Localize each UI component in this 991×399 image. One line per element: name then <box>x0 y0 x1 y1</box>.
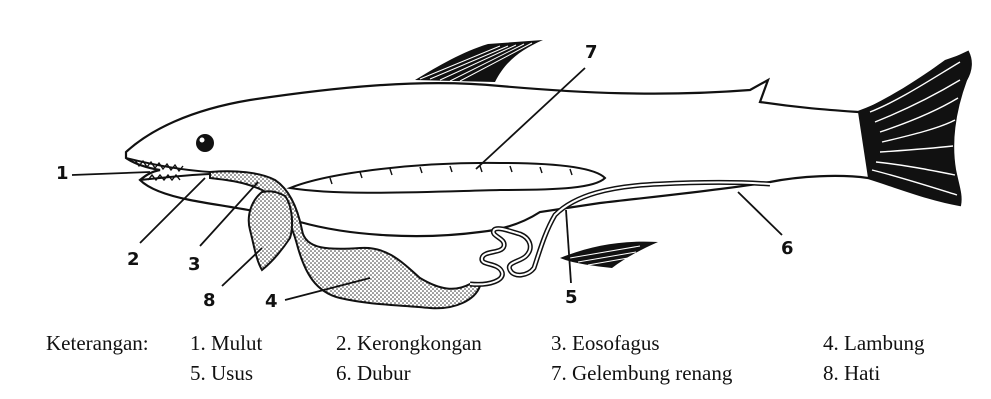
leader-line-8 <box>222 248 262 286</box>
legend-number: 1. <box>190 331 206 355</box>
callout-2: 2 <box>127 251 140 269</box>
legend-item-3: 3. Eosofagus <box>551 331 660 356</box>
legend-item-4: 4. Lambung <box>823 331 924 356</box>
callout-8: 8 <box>203 292 216 310</box>
legend-number: 7. <box>551 361 567 385</box>
legend-number: 8. <box>823 361 839 385</box>
legend-item-8: 8. Hati <box>823 361 880 386</box>
leader-line-5 <box>566 210 571 283</box>
legend-number: 4. <box>823 331 839 355</box>
legend-label: Dubur <box>357 361 411 385</box>
legend-heading: Keterangan: <box>46 331 149 356</box>
legend-label: Eosofagus <box>572 331 660 355</box>
eye <box>196 134 214 152</box>
legend-number: 6. <box>336 361 352 385</box>
legend-item-7: 7. Gelembung renang <box>551 361 732 386</box>
legend-label: Kerongkongan <box>357 331 482 355</box>
callout-5: 5 <box>565 289 578 307</box>
callout-6: 6 <box>781 240 794 258</box>
legend-item-6: 6. Dubur <box>336 361 411 386</box>
legend-label: Usus <box>211 361 253 385</box>
liver <box>249 191 292 270</box>
legend-label: Lambung <box>844 331 924 355</box>
legend-number: 3. <box>551 331 567 355</box>
callout-4: 4 <box>265 293 278 311</box>
dorsal-fin <box>415 40 543 82</box>
legend-number: 5. <box>190 361 206 385</box>
legend-label: Hati <box>844 361 880 385</box>
leader-line-6 <box>738 192 782 235</box>
legend-item-5: 5. Usus <box>190 361 253 386</box>
leader-line-1 <box>72 172 150 175</box>
callout-1: 1 <box>56 165 69 183</box>
legend-number: 2. <box>336 331 352 355</box>
callout-7: 7 <box>585 44 598 62</box>
legend-label: Gelembung renang <box>572 361 732 385</box>
legend-label: Mulut <box>211 331 262 355</box>
legend-item-2: 2. Kerongkongan <box>336 331 482 356</box>
callout-3: 3 <box>188 256 201 274</box>
legend-item-1: 1. Mulut <box>190 331 262 356</box>
anal-fin <box>560 242 658 268</box>
